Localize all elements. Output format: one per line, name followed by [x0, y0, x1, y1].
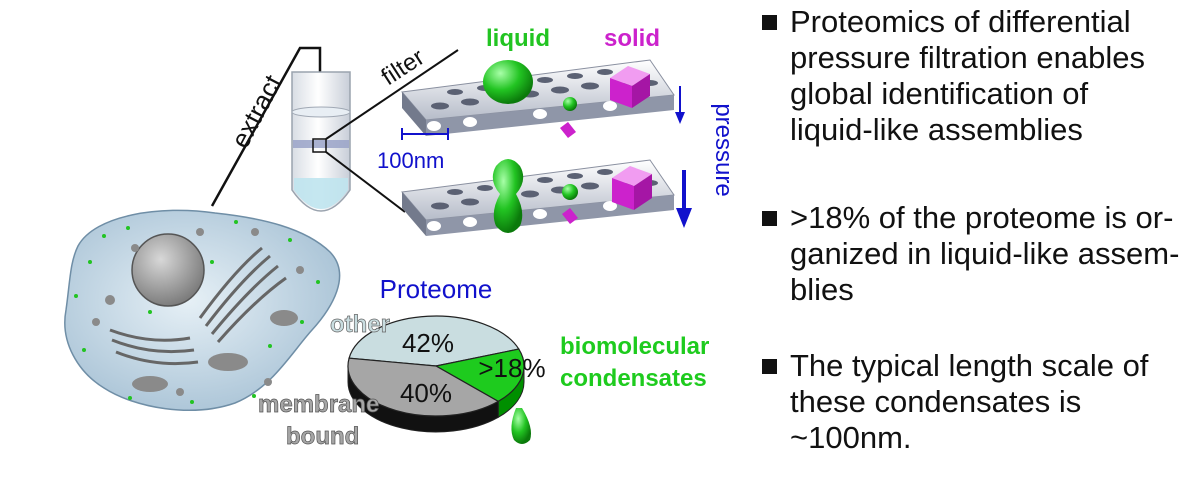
scale-bar: [401, 128, 449, 140]
pie-title: Proteome: [380, 274, 493, 304]
liquid-droplet-squeezing: [492, 159, 524, 233]
proteome-pie-chart: Proteome 42% 40% >18% other membrane bou…: [258, 274, 710, 450]
scale-bar-label: 100nm: [377, 148, 444, 173]
bullet-list: Proteomics of differential pressure filt…: [758, 4, 1194, 456]
pie-slices: [347, 315, 525, 433]
filter-label: filter: [377, 44, 430, 91]
liquid-label: liquid: [486, 25, 550, 52]
pie-name-other: other: [330, 311, 390, 338]
solid-cube: [610, 66, 650, 108]
bullet-item: Proteomics of differential pressure filt…: [758, 4, 1194, 148]
pie-label-condensates-pct: >18%: [478, 353, 545, 383]
membrane-high-pressure: [401, 159, 675, 236]
pie-name-condensates-line1: biomolecular: [560, 333, 709, 360]
bullet-text: The typical length scale of these conden…: [790, 348, 1149, 455]
bullet-square-icon: [762, 211, 777, 226]
membrane-low-pressure: [401, 59, 675, 138]
solid-cube-blocked: [612, 166, 652, 210]
solid-label: solid: [604, 25, 660, 52]
bullet-text: >18% of the proteome is or- ganized in l…: [790, 200, 1180, 307]
pie-slice-biomolecular-condensates: [434, 348, 525, 403]
zoom-box: [312, 138, 327, 153]
liquid-droplet: [483, 60, 533, 104]
bullet-square-icon: [762, 359, 777, 374]
pressure-arrows: [675, 86, 692, 228]
pie-label-other-pct: 42%: [402, 328, 454, 358]
pie-slice-membrane-bound: [347, 357, 500, 417]
bullet-square-icon: [762, 15, 777, 30]
cell-illustration: [64, 209, 341, 411]
extract-label: extract: [225, 69, 288, 153]
bullet-item: The typical length scale of these conden…: [758, 348, 1194, 456]
pie-name-membrane-line1: membrane: [258, 391, 379, 418]
pressure-label: pressure: [710, 103, 737, 196]
pie-label-membrane-pct: 40%: [400, 378, 452, 408]
zoom-lines: [325, 49, 459, 213]
tube-filter-membrane: [293, 140, 349, 148]
condensate-drip: [511, 408, 531, 444]
large-down-arrow-icon: [676, 208, 692, 228]
schematic-diagram: extract filter liquid solid: [64, 25, 737, 450]
pie-name-condensates-line2: condensates: [560, 365, 707, 392]
centrifuge-tube: [291, 71, 351, 212]
bullet-text: Proteomics of differential pressure filt…: [790, 4, 1145, 147]
pie-name-membrane-line2: bound: [286, 423, 359, 450]
bullet-item: >18% of the proteome is or- ganized in l…: [758, 200, 1194, 308]
pie-slice-other: [348, 315, 520, 367]
small-down-arrow-icon: [675, 112, 685, 124]
